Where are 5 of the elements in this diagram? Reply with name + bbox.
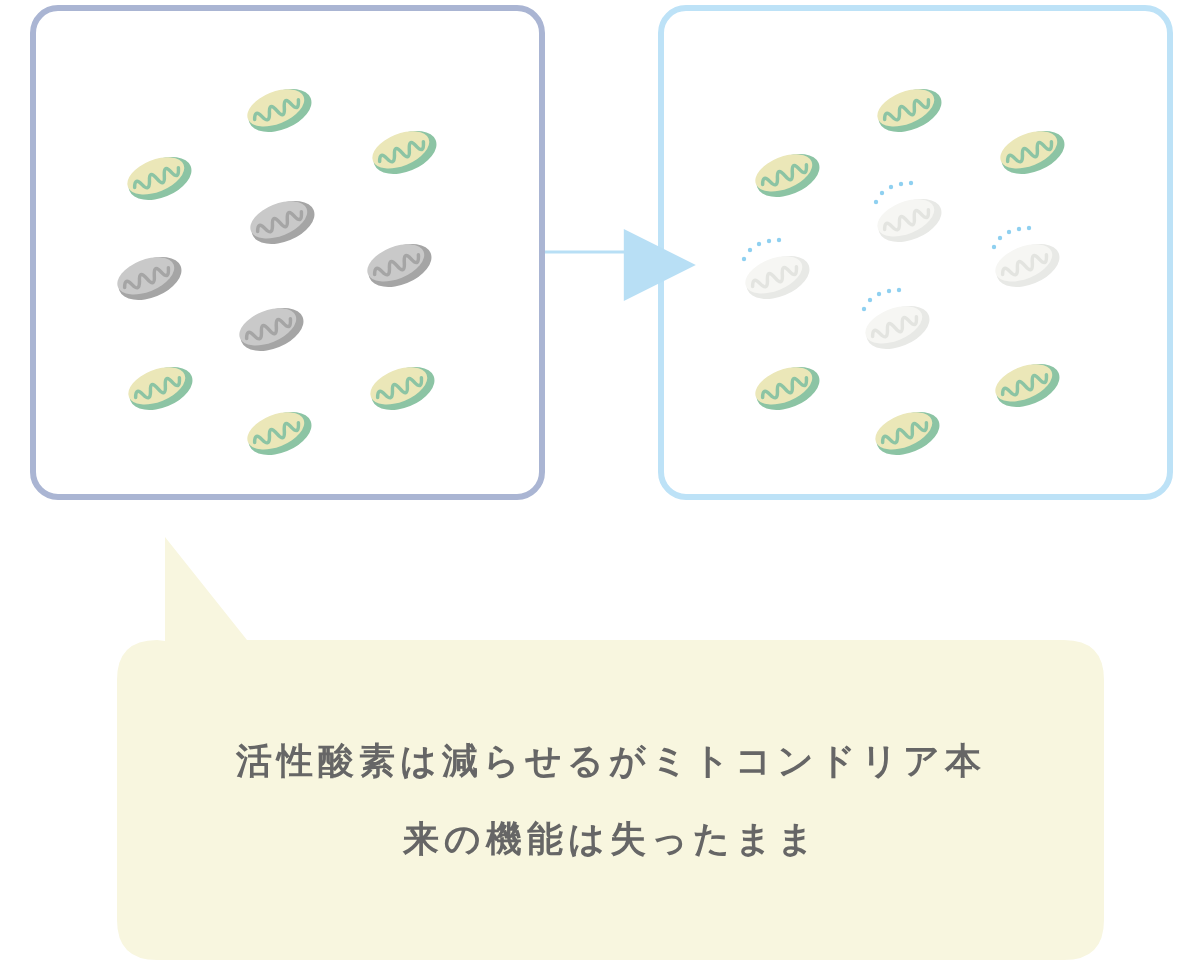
speech-bubble xyxy=(117,537,1104,960)
panel xyxy=(658,5,1173,500)
panel xyxy=(30,5,545,500)
arrow xyxy=(545,229,696,301)
caption-text: 活性酸素は減らせるがミトコンドリア本来の機能は失ったまま xyxy=(234,739,987,861)
